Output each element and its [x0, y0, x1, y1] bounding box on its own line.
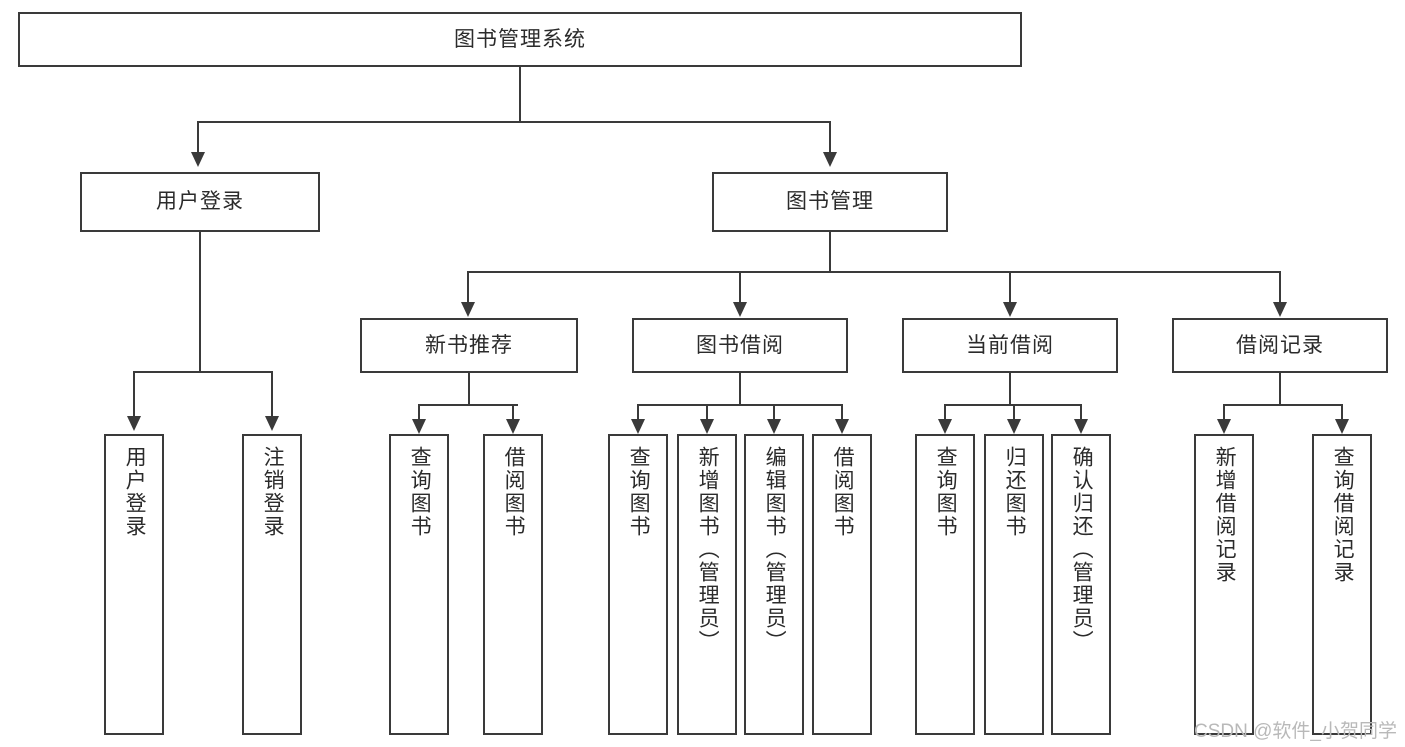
arrow-book-borrow-leaf3 — [767, 419, 781, 434]
node-label: 查询图书 — [934, 446, 958, 538]
node-label: 查询图书 — [408, 446, 432, 538]
connector-user-login-bar — [133, 371, 273, 373]
leaf-new-book-query[interactable]: 查询图书 — [389, 434, 449, 735]
node-label: 编辑图书（管理员） — [763, 446, 787, 653]
arrow-user-login-leaf1 — [127, 416, 141, 431]
arrow-current-borrow-leaf2 — [1007, 419, 1021, 434]
connector-new-book-bar — [418, 404, 518, 406]
connector-book-borrow-leaf4 — [841, 404, 843, 420]
leaf-book-borrow-query[interactable]: 查询图书 — [608, 434, 668, 735]
connector-new-book-leaf1 — [418, 404, 420, 420]
leaf-book-borrow-edit[interactable]: 编辑图书（管理员） — [744, 434, 804, 735]
arrow-new-book-leaf1 — [412, 419, 426, 434]
node-user-login[interactable]: 用户登录 — [80, 172, 320, 232]
node-label: 注销登录 — [261, 446, 285, 538]
arrow-to-borrow-record — [1273, 302, 1287, 317]
node-label: 借阅图书 — [831, 446, 855, 538]
node-label: 借阅图书 — [502, 446, 526, 538]
arrow-borrow-record-leaf2 — [1335, 419, 1349, 434]
connector-borrow-record-bar — [1223, 404, 1342, 406]
leaf-new-book-borrow[interactable]: 借阅图书 — [483, 434, 543, 735]
connector-book-borrow-stem — [739, 373, 741, 405]
connector-to-book-borrow — [739, 271, 741, 303]
node-book-borrow[interactable]: 图书借阅 — [632, 318, 848, 373]
connector-current-borrow-leaf2 — [1013, 404, 1015, 420]
connector-user-login-stem — [199, 232, 201, 372]
arrow-book-borrow-leaf2 — [700, 419, 714, 434]
connector-to-current-borrow — [1009, 271, 1011, 303]
node-label: 新增借阅记录 — [1213, 446, 1237, 584]
leaf-current-borrow-query[interactable]: 查询图书 — [915, 434, 975, 735]
connector-level1-bar — [197, 121, 831, 123]
connector-borrow-record-leaf2 — [1341, 404, 1343, 420]
arrow-book-borrow-leaf4 — [835, 419, 849, 434]
node-label: 用户登录 — [156, 190, 244, 214]
arrow-new-book-leaf2 — [506, 419, 520, 434]
connector-current-borrow-bar — [944, 404, 1081, 406]
connector-to-book-mgmt — [829, 121, 831, 153]
node-label: 查询借阅记录 — [1331, 446, 1355, 584]
node-label: 查询图书 — [627, 446, 651, 538]
connector-book-borrow-leaf3 — [773, 404, 775, 420]
arrow-to-current-borrow — [1003, 302, 1017, 317]
arrow-borrow-record-leaf1 — [1217, 419, 1231, 434]
leaf-borrow-record-query[interactable]: 查询借阅记录 — [1312, 434, 1372, 735]
connector-book-borrow-bar — [637, 404, 842, 406]
node-label: 新书推荐 — [425, 333, 513, 357]
leaf-user-login-signout[interactable]: 注销登录 — [242, 434, 302, 735]
connector-borrow-record-leaf1 — [1223, 404, 1225, 420]
connector-root-stem — [519, 67, 521, 122]
node-label: 归还图书 — [1003, 446, 1027, 538]
leaf-current-borrow-confirm[interactable]: 确认归还（管理员） — [1051, 434, 1111, 735]
connector-borrow-record-stem — [1279, 373, 1281, 405]
leaf-book-borrow-lend[interactable]: 借阅图书 — [812, 434, 872, 735]
connector-current-borrow-leaf1 — [944, 404, 946, 420]
node-label: 图书借阅 — [696, 333, 784, 357]
node-label: 新增图书（管理员） — [696, 446, 720, 653]
arrow-to-new-book — [461, 302, 475, 317]
connector-book-borrow-leaf2 — [706, 404, 708, 420]
connector-level3-bar — [467, 271, 1280, 273]
node-current-borrow[interactable]: 当前借阅 — [902, 318, 1118, 373]
leaf-user-login-signin[interactable]: 用户登录 — [104, 434, 164, 735]
node-label: 确认归还（管理员） — [1070, 446, 1094, 653]
arrow-book-borrow-leaf1 — [631, 419, 645, 434]
connector-current-borrow-stem — [1009, 373, 1011, 405]
leaf-current-borrow-return[interactable]: 归还图书 — [984, 434, 1044, 735]
connector-user-login-leaf2 — [271, 371, 273, 417]
node-label: 图书管理 — [786, 190, 874, 214]
connector-book-borrow-leaf1 — [637, 404, 639, 420]
connector-to-new-book — [467, 271, 469, 303]
node-label: 当前借阅 — [966, 333, 1054, 357]
arrow-to-user-login — [191, 152, 205, 167]
node-label: 借阅记录 — [1236, 333, 1324, 357]
connector-to-borrow-record — [1279, 271, 1281, 303]
connector-user-login-leaf1 — [133, 371, 135, 417]
node-label: 图书管理系统 — [454, 27, 586, 51]
connector-new-book-stem — [468, 373, 470, 405]
arrow-current-borrow-leaf1 — [938, 419, 952, 434]
arrow-current-borrow-leaf3 — [1074, 419, 1088, 434]
connector-new-book-leaf2 — [512, 404, 514, 420]
leaf-book-borrow-add[interactable]: 新增图书（管理员） — [677, 434, 737, 735]
arrow-to-book-borrow — [733, 302, 747, 317]
arrow-user-login-leaf2 — [265, 416, 279, 431]
node-book-management[interactable]: 图书管理 — [712, 172, 948, 232]
node-borrow-record[interactable]: 借阅记录 — [1172, 318, 1388, 373]
node-new-book-recommend[interactable]: 新书推荐 — [360, 318, 578, 373]
leaf-borrow-record-add[interactable]: 新增借阅记录 — [1194, 434, 1254, 735]
arrow-to-book-mgmt — [823, 152, 837, 167]
node-root-system[interactable]: 图书管理系统 — [18, 12, 1022, 67]
connector-book-mgmt-stem — [829, 232, 831, 272]
connector-to-user-login — [197, 121, 199, 153]
connector-current-borrow-leaf3 — [1080, 404, 1082, 420]
node-label: 用户登录 — [123, 446, 147, 538]
